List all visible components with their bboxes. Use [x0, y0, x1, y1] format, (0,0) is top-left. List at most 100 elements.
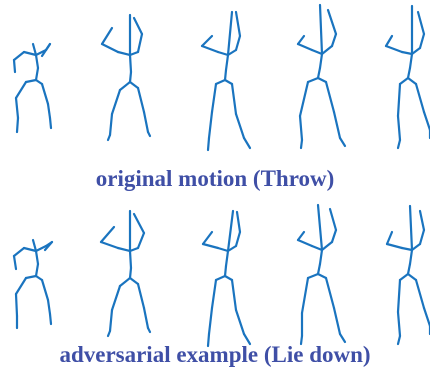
bone-rsh-rel: [330, 32, 338, 48]
bone-rel-rwr: [234, 10, 242, 38]
bone-hip-rhip: [316, 272, 328, 280]
bone-lkn-lan: [14, 292, 19, 318]
bone-hip-spine: [34, 262, 40, 278]
bone-rel-rwr: [328, 207, 338, 232]
bone-hip-spine: [223, 68, 228, 82]
original-skeleton-frame-1: [12, 42, 53, 134]
bone-neck-lsh: [310, 244, 324, 252]
bone-lhip-lkn: [396, 82, 402, 118]
bone-spine-neck: [318, 52, 324, 70]
bone-neck-head: [226, 10, 234, 57]
bone-rel-rwr: [40, 42, 52, 58]
bone-lan-lft: [396, 334, 402, 346]
bone-lhip-lkn: [210, 82, 218, 114]
bone-hip-rhip: [34, 78, 44, 86]
bone-hip-spine: [128, 70, 133, 84]
bone-hip-rhip: [223, 78, 234, 86]
bone-neck-lsh: [400, 50, 414, 56]
bone-rhip-rkn: [230, 82, 238, 116]
bone-lsh-lel: [12, 246, 26, 258]
bone-lhip-lkn: [110, 284, 122, 312]
bone-lhip-lkn: [14, 80, 28, 100]
bone-rel-rwr: [132, 16, 144, 36]
bone-lhip-lkn: [300, 276, 310, 315]
bone-rsh-rel: [418, 228, 426, 246]
bone-hip-lhip: [118, 80, 132, 92]
bone-rel-rwr: [416, 10, 426, 36]
bone-neck-head: [31, 238, 38, 253]
bone-hip-lhip: [306, 272, 320, 280]
original-skeleton-frame-4: [296, 3, 347, 150]
bone-hip-lhip: [214, 274, 227, 282]
bone-rkn-ran: [332, 306, 342, 336]
bone-ran-rft: [146, 326, 152, 334]
bone-rsh-rel: [234, 34, 242, 52]
bone-lel-lwr: [296, 34, 306, 46]
bone-neck-rsh: [128, 246, 140, 253]
bone-spine-neck: [34, 249, 40, 266]
bone-neck-rsh: [410, 46, 422, 56]
bone-lkn-lan: [396, 310, 402, 338]
bone-lel-lwr: [12, 254, 18, 271]
original-skeleton-frame-3: [200, 10, 252, 152]
bone-lel-lwr: [384, 34, 394, 48]
bone-lan-lft: [206, 136, 211, 152]
bone-rsh-rel: [330, 228, 338, 244]
bone-ran-rft: [242, 136, 252, 150]
bone-rkn-ran: [46, 298, 52, 316]
bone-lkn-lan: [207, 306, 214, 336]
bone-spine-neck: [128, 249, 133, 270]
bone-lel-lwr: [200, 34, 214, 48]
bone-hip-spine: [316, 262, 322, 276]
bone-hip-spine: [406, 66, 412, 80]
bone-spine-neck: [224, 249, 230, 268]
bone-neck-lsh: [22, 50, 38, 57]
bone-lel-lwr: [385, 230, 394, 246]
adversarial-skeleton-frame-5: [385, 204, 430, 346]
bone-lkn-lan: [108, 308, 114, 333]
bone-rel-rwr: [132, 212, 146, 235]
bone-lhip-lkn: [210, 278, 218, 310]
bone-hip-lhip: [398, 272, 410, 282]
bone-neck-rsh: [34, 244, 48, 253]
bone-rkn-ran: [422, 110, 430, 132]
bone-lkn-lan: [298, 114, 304, 142]
bone-rhip-rkn: [324, 276, 336, 310]
bone-ran-rft: [48, 116, 53, 130]
bone-spine-neck: [408, 52, 414, 70]
bone-hip-rhip: [128, 276, 140, 286]
bone-hip-rhip: [406, 272, 418, 282]
bone-ran-rft: [242, 332, 252, 346]
bone-lel-lwr: [12, 58, 17, 74]
bone-lsh-lel: [296, 238, 314, 248]
bone-ran-rft: [338, 332, 347, 344]
bone-neck-rsh: [128, 50, 140, 57]
adversarial-example-row: [12, 203, 430, 348]
bone-lel-lwr: [201, 230, 214, 246]
bone-rhip-rkn: [40, 82, 50, 106]
adversarial-skeleton-frame-2: [99, 209, 152, 338]
bone-neck-lsh: [22, 246, 38, 253]
bone-rhip-rkn: [40, 278, 50, 302]
bone-hip-rhip: [316, 76, 328, 84]
bone-spine-neck: [128, 53, 133, 74]
bone-lan-lft: [15, 116, 20, 134]
bone-lel-lwr: [100, 26, 114, 46]
bone-rsh-rel: [136, 32, 144, 54]
bone-rsh-rel: [418, 32, 426, 50]
bone-lhip-lkn: [110, 88, 122, 116]
bone-hip-spine: [406, 262, 412, 276]
bone-rkn-ran: [46, 102, 52, 120]
bone-spine-neck: [224, 53, 230, 72]
bone-lhip-lkn: [14, 276, 28, 296]
bone-ran-rft: [338, 136, 347, 148]
bone-lel-lwr: [296, 230, 306, 242]
bone-lsh-lel: [99, 240, 120, 250]
bone-rel-rwr: [418, 209, 426, 232]
bone-lsh-lel: [296, 42, 314, 52]
bone-rhip-rkn: [230, 278, 238, 312]
bone-hip-spine: [223, 264, 228, 278]
bone-neck-head: [318, 3, 324, 56]
bone-rsh-rel: [136, 231, 146, 250]
bone-neck-head: [316, 203, 324, 252]
